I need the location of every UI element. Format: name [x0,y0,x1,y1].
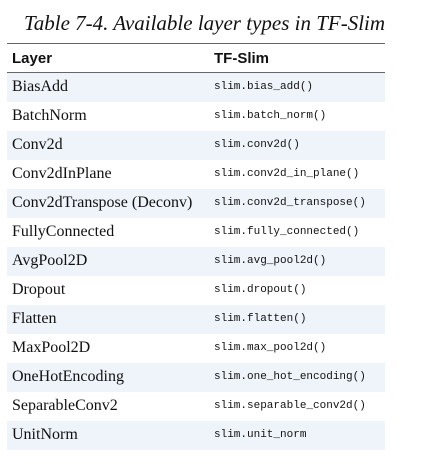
table-row: Conv2dInPlane slim.conv2d_in_plane() [7,159,385,189]
layer-types-table: Layer TF-Slim BiasAdd slim.bias_add() Ba… [7,43,385,450]
layer-name-cell: BatchNorm [12,107,87,124]
layer-name-cell: Flatten [12,310,57,327]
table-header-row: Layer TF-Slim [7,43,385,73]
tf-slim-function-cell: slim.bias_add() [214,81,314,94]
table-row: UnitNorm slim.unit_norm [7,420,385,450]
tf-slim-function-cell: slim.one_hot_encoding() [214,371,366,383]
tf-slim-function-cell: slim.conv2d_in_plane() [214,168,360,180]
layer-name-cell: Conv2d [12,136,63,153]
tf-slim-function-cell: slim.max_pool2d() [214,342,327,354]
layer-name-cell: UnitNorm [12,426,78,443]
table-row: BiasAdd slim.bias_add() [7,72,385,102]
layer-name-cell: MaxPool2D [12,339,91,356]
table-row: FullyConnected slim.fully_connected() [7,217,385,247]
tf-slim-function-cell: slim.avg_pool2d() [214,255,327,267]
layer-name-cell: AvgPool2D [12,252,88,269]
tf-slim-function-cell: slim.batch_norm() [214,110,327,122]
tf-slim-function-cell: slim.unit_norm [214,429,307,441]
tf-slim-function-cell: slim.conv2d_transpose() [214,197,366,209]
table-row: Dropout slim.dropout() [7,275,385,305]
table-row: Conv2d slim.conv2d() [7,130,385,160]
layer-name-cell: Dropout [12,281,66,298]
tf-slim-function-cell: slim.separable_conv2d() [214,400,366,412]
table-caption: Table 7-4. Available layer types in TF-S… [24,11,386,35]
table-row: SeparableConv2 slim.separable_conv2d() [7,391,385,421]
table-row: AvgPool2D slim.avg_pool2d() [7,246,385,276]
layer-name-cell: FullyConnected [12,223,115,240]
header-tf-slim: TF-Slim [214,49,269,67]
table-row: OneHotEncoding slim.one_hot_encoding() [7,362,385,392]
layer-name-cell: Conv2dInPlane [12,165,112,182]
tf-slim-function-cell: slim.dropout() [214,284,307,296]
layer-name-cell: Conv2dTranspose (Deconv) [12,194,193,211]
layer-name-cell: OneHotEncoding [12,368,124,385]
table-row: Flatten slim.flatten() [7,304,385,334]
header-layer: Layer [12,49,53,67]
tf-slim-function-cell: slim.flatten() [214,313,307,325]
layer-name-cell: SeparableConv2 [12,397,118,414]
tf-slim-function-cell: slim.conv2d() [214,139,300,151]
layer-name-cell: BiasAdd [12,78,68,96]
tf-slim-function-cell: slim.fully_connected() [214,226,360,238]
table-row: BatchNorm slim.batch_norm() [7,101,385,131]
table-row: Conv2dTranspose (Deconv) slim.conv2d_tra… [7,188,385,218]
table-row: MaxPool2D slim.max_pool2d() [7,333,385,363]
